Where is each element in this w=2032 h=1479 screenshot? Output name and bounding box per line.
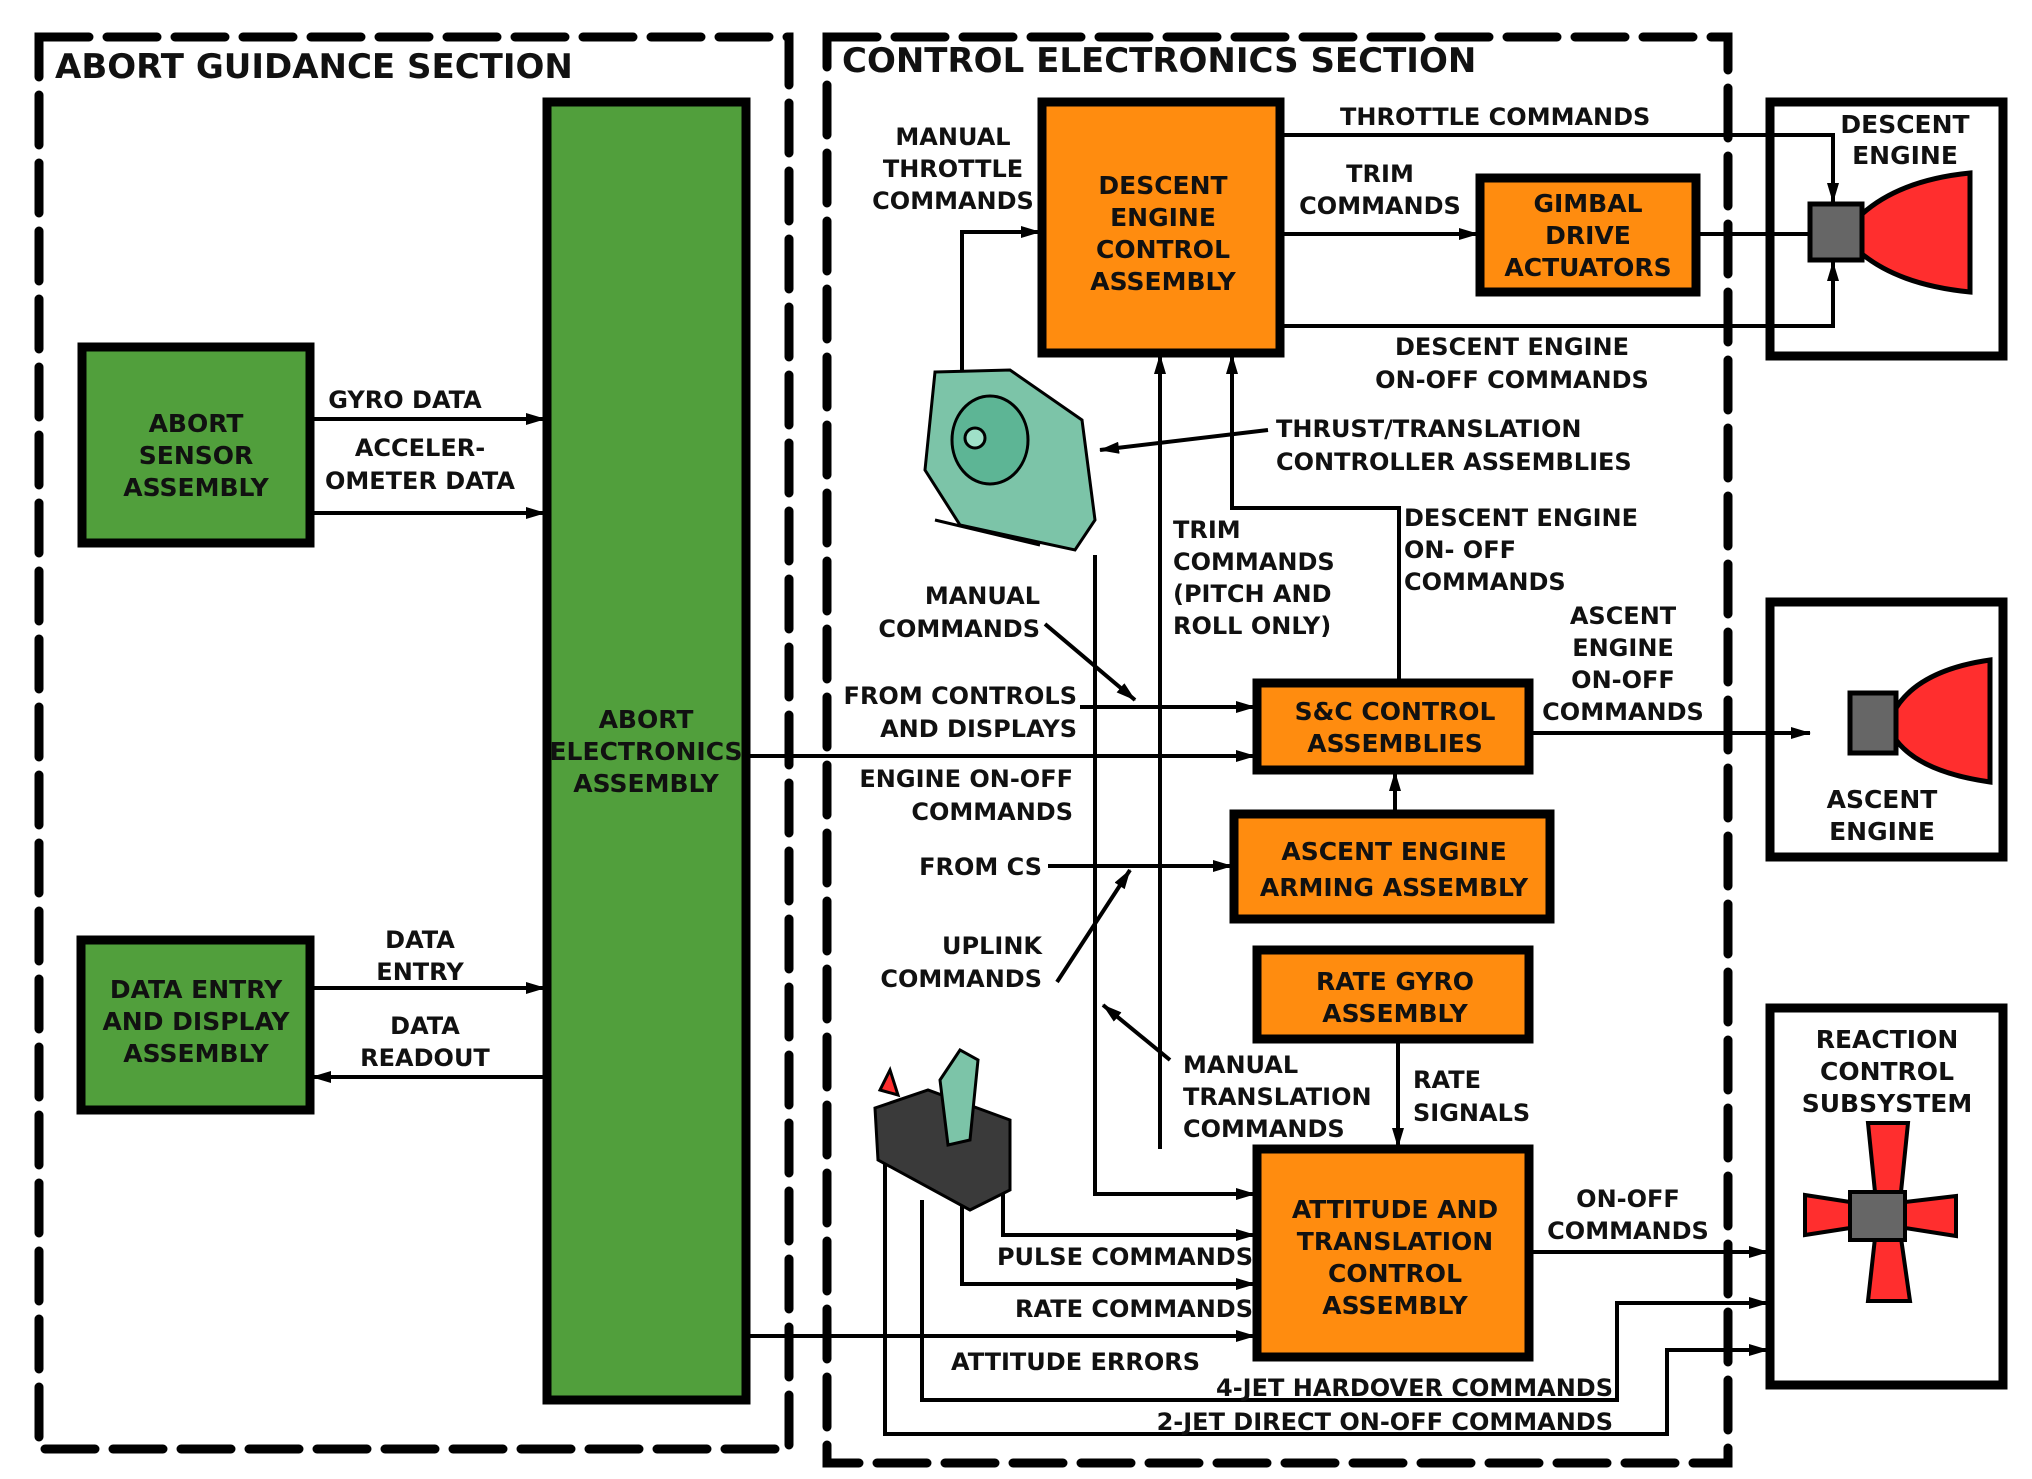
control-electronics-section-title: CONTROL ELECTRONICS SECTION xyxy=(842,41,1476,81)
thrust-translation-controller-icon xyxy=(923,368,1097,552)
four-jet-line xyxy=(920,1200,1769,1402)
manual-commands-pointer xyxy=(1043,622,1137,702)
ascent-engine-body-icon xyxy=(1847,690,1899,756)
translation-controller-line xyxy=(1093,555,1256,1200)
control-electronics-section-outline xyxy=(822,32,1733,1468)
two-jet-label: 2-JET DIRECT ON-OFF COMMANDS xyxy=(1157,1408,1613,1436)
pulse-commands-line xyxy=(1001,1170,1256,1241)
rcs-thruster-cluster-icon xyxy=(1803,1121,1958,1303)
pulse-commands-label: PULSE COMMANDS xyxy=(997,1243,1253,1271)
rate-commands-line xyxy=(960,1200,1256,1290)
four-jet-label: 4-JET HARDOVER COMMANDS xyxy=(1216,1374,1613,1402)
attitude-errors-label: ATTITUDE ERRORS xyxy=(951,1348,1200,1376)
descent-gimbal-mount-icon xyxy=(1807,201,1865,263)
abort-guidance-section-title: ABORT GUIDANCE SECTION xyxy=(55,47,573,87)
ascent-nozzle-icon xyxy=(1893,657,1993,785)
thrust-translation-pointer xyxy=(1099,428,1269,454)
gyro-data-label: GYRO DATA xyxy=(328,386,482,414)
accelerometer-data-label: ACCELER-OMETER DATA xyxy=(325,434,515,495)
descent-nozzle-icon xyxy=(1859,170,1973,295)
manual-throttle-line xyxy=(960,226,1041,370)
manual-translation-pointer xyxy=(1101,1003,1172,1062)
two-jet-line xyxy=(883,1120,1769,1436)
attitude-controller-joystick-icon xyxy=(873,1048,1012,1212)
rate-commands-label: RATE COMMANDS xyxy=(1015,1295,1253,1323)
abort-guidance-section-outline xyxy=(34,32,794,1454)
from-cs-label: FROM CS xyxy=(919,853,1042,881)
descent-onoff-mid-line xyxy=(1226,354,1401,683)
throttle-commands-label: THROTTLE COMMANDS xyxy=(1340,103,1650,131)
